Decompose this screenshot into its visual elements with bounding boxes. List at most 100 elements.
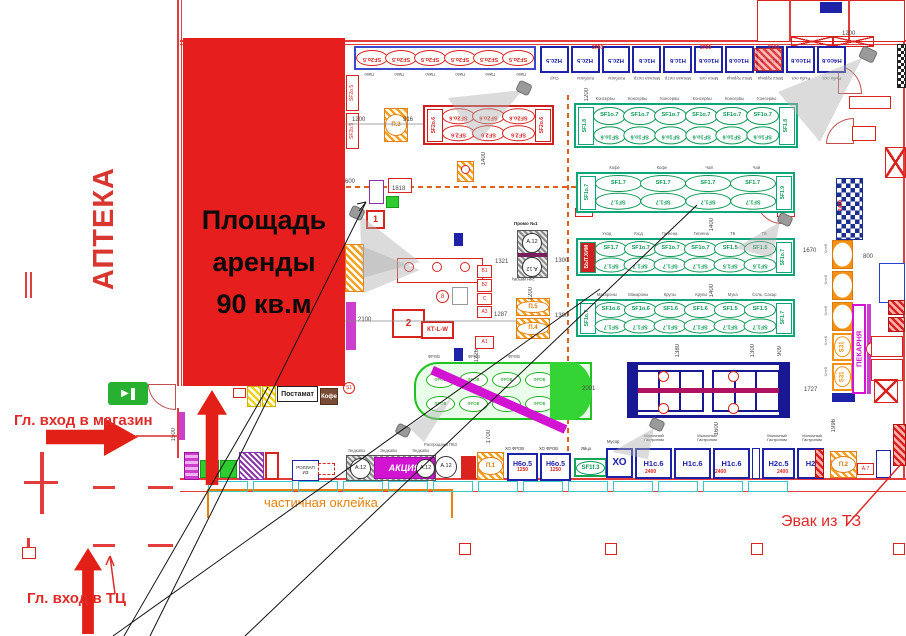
category-label: Консервы — [724, 95, 745, 101]
freezer-island — [627, 362, 790, 418]
freezer-marker — [728, 403, 739, 414]
shelf-label: SF1o.7 — [684, 106, 718, 125]
scales — [388, 178, 412, 193]
dimension-label: 1400 — [709, 284, 715, 298]
meat-chest-row: Н4со.6 — [817, 46, 846, 73]
wall-fixture — [179, 412, 185, 440]
capacity: 1250 — [549, 467, 562, 473]
shelf-label: SF1.7 — [729, 192, 776, 210]
category-label: Мясо Курица — [757, 76, 783, 82]
wall-line — [25, 272, 27, 298]
window-segment — [388, 481, 428, 492]
dimension-label: 1200 — [352, 117, 366, 123]
grid-cross — [24, 452, 58, 514]
dimension-label: 600 — [345, 179, 356, 185]
shelf-label: SF1.7 — [684, 318, 717, 334]
chest-label: Н1со.6 — [729, 56, 750, 63]
pallet-label: П.4 — [517, 321, 549, 336]
dimension-label: 1226 — [474, 349, 480, 363]
label: ХО ФРОВ — [505, 446, 525, 451]
leader-line — [105, 555, 111, 566]
label: Молочный Гастроном — [802, 433, 822, 443]
label: Эндкапы — [412, 448, 430, 453]
category-label: Уход — [602, 230, 612, 236]
shelf-label: SF1o.7 — [715, 106, 749, 125]
category-label: Мясная гастр. — [633, 76, 661, 82]
shelf-column: SF2o.5 — [443, 49, 476, 67]
pallet: П.3 — [384, 108, 408, 142]
category-label: Консервы — [627, 95, 648, 101]
dimension-label: 3750 — [700, 45, 712, 51]
wall-line — [180, 44, 906, 45]
grid-marker — [22, 547, 36, 559]
endcap-text: SF2o.6 — [539, 116, 545, 134]
pharmacy-label: АПТЕКА — [82, 150, 126, 308]
window-segment — [478, 481, 518, 492]
dimension-label: 1670 — [803, 248, 817, 254]
dimension-label: 909 — [777, 346, 783, 357]
freezer-band — [632, 388, 785, 393]
evacuation-label: Эвак из ТЗ — [781, 513, 862, 530]
wall-line — [148, 486, 173, 489]
dimension-label: 1300 — [750, 344, 756, 358]
chest-label: Н1со.6 — [790, 56, 811, 63]
leader-line — [356, 201, 367, 205]
cooler — [836, 178, 863, 240]
dairy-chest: Н1с.6 — [674, 448, 711, 479]
label: Хлеб — [823, 275, 828, 285]
label: Мусор — [607, 439, 620, 444]
label: 2400 — [715, 469, 727, 475]
stairs — [897, 44, 906, 88]
pallet: П.1 — [477, 452, 504, 480]
bread-rack: S31 — [832, 363, 853, 391]
label: Яйцо — [581, 446, 592, 451]
category-label: Гигиена — [662, 230, 678, 236]
shelf-label: SF1o.6 — [592, 126, 626, 145]
shelf-label: SF1.7 — [595, 192, 642, 210]
dimension-label: 1321 — [495, 259, 509, 265]
dimension-label: 2001 — [582, 386, 596, 392]
shelf-label: SF1o.7 — [624, 241, 657, 257]
endcap-label: SF1o.7 — [775, 241, 792, 273]
bread-rack: S32 — [832, 240, 853, 269]
circle-marker — [461, 165, 470, 174]
category-label: ТБ — [730, 230, 736, 236]
box — [386, 196, 399, 208]
bread-rack: S32 — [832, 302, 853, 331]
store-entrance-label: Гл. вход в магазин — [14, 412, 153, 429]
shelf-label: SF2o.5 — [502, 49, 535, 67]
window-segment — [613, 481, 653, 492]
box — [832, 393, 855, 402]
chest-label: Н1с.6 — [638, 56, 655, 63]
dimension-label: 1400 — [481, 152, 487, 166]
box — [888, 317, 905, 332]
category-label: Крупы — [695, 291, 708, 297]
pallet-label: П.5 — [517, 301, 549, 313]
scale-icon — [460, 262, 470, 272]
category-label: Сыр — [550, 76, 559, 82]
box — [318, 463, 335, 475]
window-segment — [343, 481, 383, 492]
shelf-label: SF1.7 — [743, 318, 777, 334]
endcap-label: БЫТ.ХИМ — [579, 241, 596, 273]
shelf-label: SF1.5 — [743, 257, 777, 273]
meat-chest-row: Н1с.6 — [663, 46, 692, 73]
shelf-label: SF1.5 — [743, 302, 777, 318]
category-label: Консервы — [692, 95, 712, 101]
endcap-label: SF2o.6 — [534, 108, 551, 142]
shelf-label: SF1o.6 — [594, 302, 628, 318]
egg-shelf: SF1f.3 — [574, 458, 607, 477]
box — [879, 263, 905, 303]
door-icon — [130, 387, 135, 400]
category-label: Консервы — [757, 95, 777, 101]
dimension-label: 1287 — [494, 312, 508, 318]
